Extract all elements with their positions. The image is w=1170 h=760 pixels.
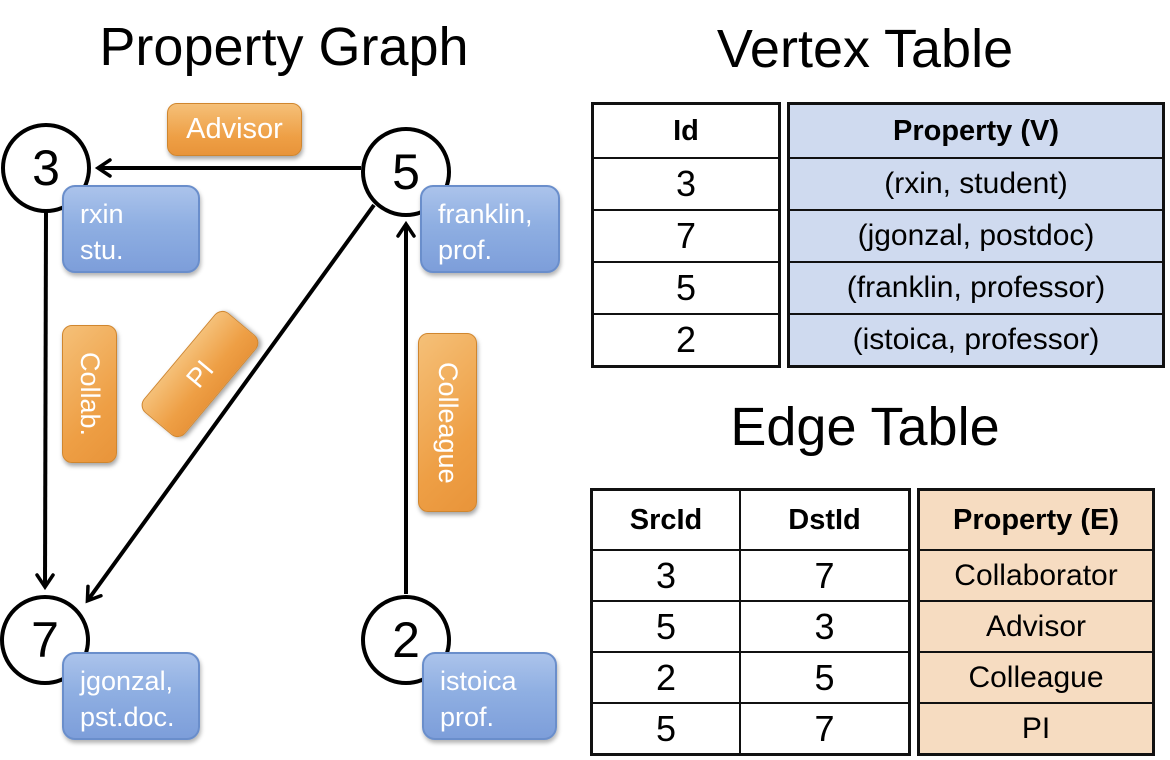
vertex-table-title: Vertex Table: [716, 19, 1014, 79]
vertex-card-jgonzal: jgonzal, pst.doc.: [62, 652, 200, 740]
vertex-card-line: prof.: [440, 701, 495, 732]
vertex-property-cell: (rxin, student): [790, 157, 1162, 209]
edge-table-dst-column: DstId 7 3 5 7: [739, 491, 908, 753]
graph-edges-layer: [35, 158, 416, 604]
node-5-id: 5: [392, 144, 420, 200]
vertex-id-cell: 5: [594, 261, 778, 313]
edge-table-property-header: Property (E): [953, 503, 1119, 536]
edge-property-cell: Colleague: [920, 651, 1152, 702]
edge-property-cell: Collaborator: [920, 549, 1152, 600]
edge-src-cell: 5: [593, 702, 739, 753]
vertex-property-cell: (franklin, professor): [790, 261, 1162, 313]
vertex-card-line: prof.: [438, 234, 493, 265]
vertex-card-line: stu.: [80, 234, 124, 265]
node-3-id: 3: [32, 140, 60, 196]
edge-property-cell: PI: [920, 702, 1152, 753]
edge-table-property-column: Property (E) Collaborator Advisor Collea…: [917, 488, 1155, 756]
edge-dst-cell: 7: [741, 702, 908, 753]
edge-src-cell: 2: [593, 651, 739, 702]
vertex-card-line: franklin,: [438, 199, 533, 229]
property-graph-title: Property Graph: [99, 17, 469, 77]
vertex-card-line: rxin: [80, 199, 124, 229]
edge-table-dst-header: DstId: [788, 503, 861, 536]
vertex-property-cell: (jgonzal, postdoc): [790, 209, 1162, 261]
graph-node-5: 5: [361, 127, 451, 217]
vertex-table-property-column: Property (V) (rxin, student) (jgonzal, p…: [787, 102, 1165, 368]
edge-dst-cell: 5: [741, 651, 908, 702]
node-7-id: 7: [31, 612, 59, 668]
vertex-table-property-header: Property (V): [893, 114, 1059, 147]
edge-dst-cell: 3: [741, 600, 908, 651]
edge-label-colleague: Colleague: [418, 333, 477, 512]
edge-table-src-column: SrcId 3 5 2 5: [593, 491, 739, 753]
edge-collab-arrow: [35, 211, 55, 591]
vertex-id-cell: 3: [594, 157, 778, 209]
edge-table-id-columns: SrcId 3 5 2 5 DstId 7 3 5 7: [590, 488, 911, 756]
vertex-card-line: pst.doc.: [80, 701, 175, 732]
edge-table-title: Edge Table: [730, 397, 1000, 457]
node-2-id: 2: [392, 612, 420, 668]
edge-dst-cell: 7: [741, 549, 908, 600]
vertex-table: Id 3 7 5 2 Property (V) (rxin, student) …: [591, 102, 1165, 368]
edge-table-src-header: SrcId: [629, 503, 703, 536]
edge-src-cell: 3: [593, 549, 739, 600]
edge-src-cell: 5: [593, 600, 739, 651]
vertex-id-cell: 7: [594, 209, 778, 261]
edge-table: SrcId 3 5 2 5 DstId 7 3 5 7 Property (E)…: [590, 488, 1155, 756]
vertex-card-line: jgonzal,: [80, 666, 174, 696]
edge-label-advisor: Advisor: [167, 103, 302, 156]
edge-label-collab: Collab.: [62, 325, 117, 463]
vertex-card-line: istoica: [440, 666, 517, 696]
vertex-table-id-column: Id 3 7 5 2: [591, 102, 781, 368]
vertex-card-istoica: istoica prof.: [422, 652, 557, 740]
edge-property-cell: Advisor: [920, 600, 1152, 651]
vertex-card-franklin: franklin, prof.: [420, 185, 560, 273]
graph-node-2: 2: [361, 595, 451, 685]
vertex-card-rxin: rxin stu.: [62, 185, 200, 273]
vertex-id-cell: 2: [594, 313, 778, 365]
edge-pi-arrow: [85, 203, 376, 604]
vertex-property-cell: (istoica, professor): [790, 313, 1162, 365]
vertex-table-id-header: Id: [673, 114, 699, 147]
